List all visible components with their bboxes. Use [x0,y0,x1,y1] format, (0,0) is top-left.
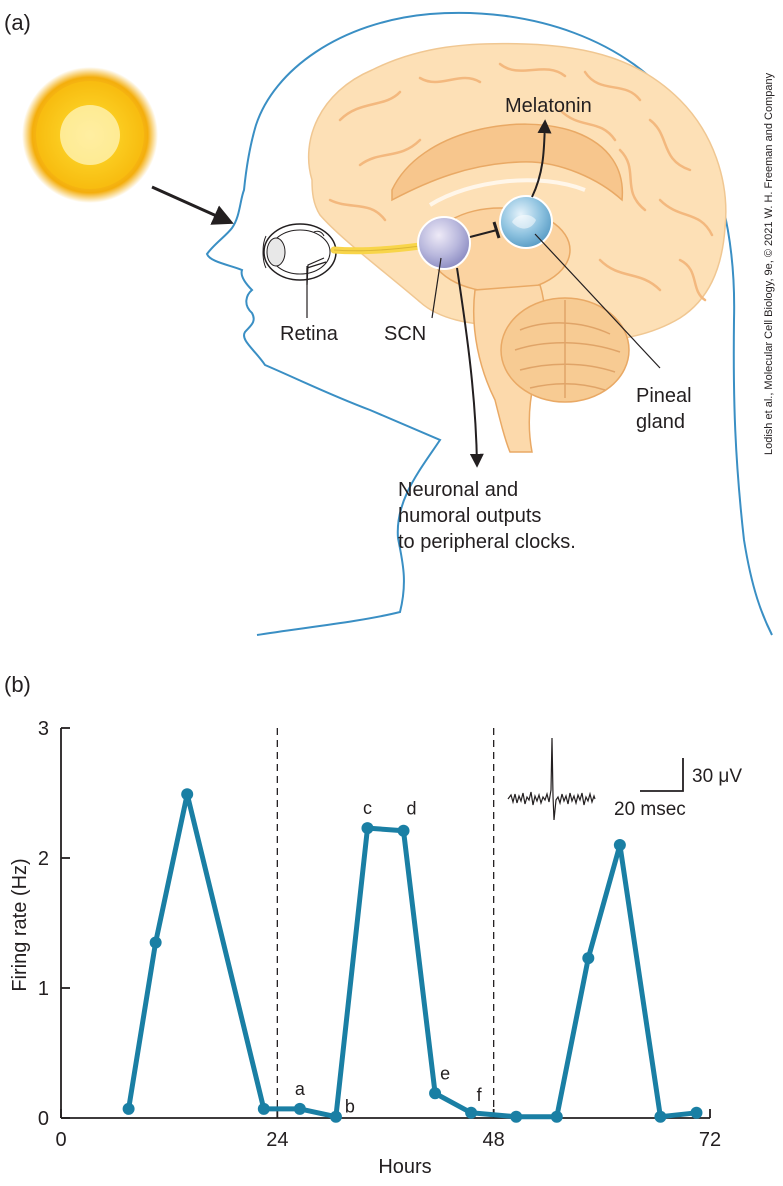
firing-rate-point [429,1087,441,1099]
y-axis-label: Firing rate (Hz) [9,858,31,991]
firing-rate-series-line [129,794,697,1116]
point-label-d: d [407,799,417,819]
scale-bar-time: 20 msec [614,799,686,820]
firing-rate-point [258,1103,270,1115]
figure-credit: Lodish et al., Molecular Cell Biology, 9… [763,72,775,455]
panel-a: (a) [4,10,775,635]
outputs-label-line3: to peripheral clocks. [398,531,576,553]
firing-rate-point [510,1111,522,1123]
retina-label: Retina [280,323,339,345]
eye-icon [263,224,336,280]
firing-rate-point [123,1103,135,1115]
scale-bar-voltage: 30 μV [692,766,742,787]
outputs-label-line1: Neuronal and [398,479,518,501]
pineal-label-line2: gland [636,411,685,433]
x-tick-label: 24 [266,1129,288,1151]
panel-a-label: (a) [4,10,31,35]
firing-rate-point [582,952,594,964]
firing-rate-chart: 0 1 2 3 0 24 48 72 a b c d e f [38,718,721,1151]
panel-b-label: (b) [4,672,31,697]
y-tick-label: 1 [38,978,49,1000]
point-label-f: f [477,1085,483,1105]
firing-rate-point [465,1107,477,1119]
melatonin-label: Melatonin [505,95,592,117]
scn-sphere [418,217,470,269]
firing-rate-point [690,1107,702,1119]
sun-icon [22,67,158,203]
firing-rate-point [398,825,410,837]
x-tick-label: 0 [55,1129,66,1151]
scale-bar: 30 μV 20 msec [614,758,742,820]
firing-rate-point [181,788,193,800]
spike-trace-inset [508,738,595,820]
firing-rate-point [330,1111,342,1123]
x-axis-label: Hours [378,1156,431,1178]
firing-rate-point [614,839,626,851]
outputs-label-line2: humoral outputs [398,505,541,527]
y-tick-label: 2 [38,848,49,870]
x-tick-label: 48 [483,1129,505,1151]
y-tick-label: 0 [38,1108,49,1130]
scn-label: SCN [384,323,426,345]
light-arrow [152,187,230,222]
firing-rate-point [294,1103,306,1115]
pineal-sphere [500,196,552,248]
point-label-e: e [440,1063,450,1083]
firing-rate-point [150,937,162,949]
pineal-label-line1: Pineal [636,385,692,407]
firing-rate-point [361,822,373,834]
y-tick-label: 3 [38,718,49,740]
point-label-b: b [345,1097,355,1117]
point-label-c: c [363,798,372,818]
x-tick-label: 72 [699,1129,721,1151]
firing-rate-point [654,1111,666,1123]
firing-rate-point [551,1111,563,1123]
point-label-a: a [295,1079,306,1099]
